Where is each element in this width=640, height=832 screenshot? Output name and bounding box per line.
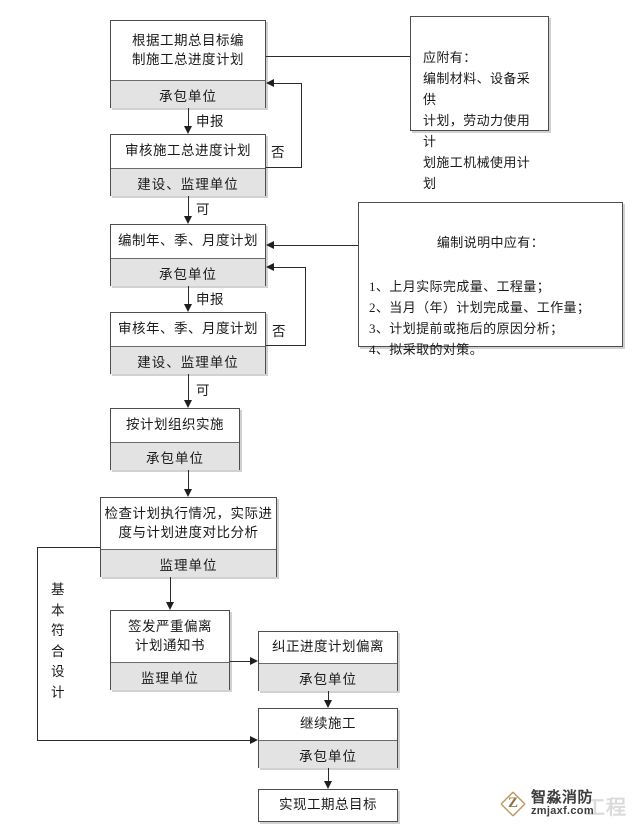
arrowhead-n5-n6 bbox=[183, 489, 192, 497]
node-actor: 建设、监理单位 bbox=[111, 346, 265, 374]
connector-n1-to-note1 bbox=[266, 56, 410, 57]
arrowhead-n6-n7 bbox=[165, 602, 174, 610]
connector-n4-n5 bbox=[188, 374, 189, 400]
arrowhead-n9-n10 bbox=[323, 781, 332, 789]
connector-reject1-out bbox=[266, 167, 302, 168]
node-title: 审核施工总进度计划 bbox=[111, 135, 265, 168]
vlabel-c5: 计 bbox=[51, 684, 65, 700]
node-continue-construction[interactable]: 继续施工 承包单位 bbox=[258, 708, 398, 768]
arrowhead-n4-n5 bbox=[183, 400, 192, 408]
note-compilation-requirements: 编制说明中应有： 1、上月实际完成量、工程量； 2、当月（年）计划完成量、工作量… bbox=[358, 202, 623, 357]
arrowhead-n2-n3 bbox=[183, 216, 192, 224]
node-actor: 监理单位 bbox=[101, 549, 276, 577]
connector-n3-n4 bbox=[188, 286, 189, 304]
watermark-text: 智淼消防 zmjaxf.com bbox=[531, 790, 594, 817]
brand-url: zmjaxf.com bbox=[531, 804, 594, 817]
arrowhead-note2-n3 bbox=[266, 240, 274, 249]
node-title: 根据工期总目标编 制施工总进度计划 bbox=[111, 21, 265, 80]
node-actor: 建设、监理单位 bbox=[111, 168, 265, 196]
brand-logo-icon: Z bbox=[500, 790, 526, 817]
connector-note2-to-n3 bbox=[274, 245, 358, 246]
arrowhead-n7-n8 bbox=[250, 656, 258, 665]
node-correct-deviation[interactable]: 纠正进度计划偏离 承包单位 bbox=[258, 631, 398, 691]
brand-name: 智淼消防 bbox=[531, 789, 594, 806]
connector-loop-down bbox=[37, 547, 38, 740]
node-achieve-goal[interactable]: 实现工期总目标 bbox=[258, 789, 398, 822]
logo-letter: Z bbox=[507, 795, 518, 812]
node-compile-periodic-plan[interactable]: 编制年、季、月度计划 承包单位 bbox=[110, 224, 266, 286]
node-actor: 承包单位 bbox=[111, 80, 265, 108]
node-actor: 承包单位 bbox=[111, 258, 265, 286]
note-heading: 编制说明中应有： bbox=[436, 235, 545, 251]
connector-reject1-up bbox=[301, 83, 302, 168]
node-review-periodic-plan[interactable]: 审核年、季、月度计划 建设、监理单位 bbox=[110, 312, 266, 374]
vlabel-c4: 设 bbox=[51, 664, 65, 680]
watermark: Z 智淼消防 zmjaxf.com bbox=[500, 790, 594, 817]
connector-n5-n6 bbox=[188, 470, 189, 489]
connector-reject2-up bbox=[305, 267, 306, 346]
arrowhead-reject1 bbox=[266, 78, 274, 87]
node-title: 审核年、季、月度计划 bbox=[111, 313, 265, 346]
connector-loop-in bbox=[37, 740, 250, 741]
connector-n1-n2 bbox=[188, 108, 189, 126]
node-title: 按计划组织实施 bbox=[111, 409, 239, 442]
vlabel-c3: 合 bbox=[51, 643, 65, 659]
arrowhead-n1-n2 bbox=[183, 126, 192, 134]
node-compile-master-schedule[interactable]: 根据工期总目标编 制施工总进度计划 承包单位 bbox=[110, 20, 266, 108]
edge-label-approve-2: 可 bbox=[196, 383, 210, 398]
node-actor: 承包单位 bbox=[111, 442, 239, 470]
connector-reject2-in bbox=[274, 267, 306, 268]
note-body: 应附有： 编制材料、设备采供 计划，劳动力使用计 划施工机械使用计 划 bbox=[423, 50, 531, 192]
vlabel-c2: 符 bbox=[51, 623, 65, 639]
connector-reject1-in bbox=[274, 83, 302, 84]
node-title: 纠正进度计划偏离 bbox=[259, 632, 397, 663]
connector-loop-out bbox=[37, 547, 100, 548]
connector-n2-n3 bbox=[188, 196, 189, 216]
node-title: 实现工期总目标 bbox=[259, 790, 397, 821]
connector-n8-n9 bbox=[328, 691, 329, 700]
connector-n7-n8 bbox=[230, 661, 250, 662]
node-actor: 监理单位 bbox=[111, 662, 229, 690]
edge-label-reject-2: 否 bbox=[272, 324, 286, 339]
node-title: 继续施工 bbox=[259, 709, 397, 740]
vlabel-c1: 本 bbox=[51, 602, 65, 618]
note-attachments: 应附有： 编制材料、设备采供 计划，劳动力使用计 划施工机械使用计 划 bbox=[410, 16, 549, 191]
edge-label-submit-1: 申报 bbox=[196, 114, 224, 129]
arrowhead-loop-in bbox=[250, 735, 258, 744]
node-review-master-schedule[interactable]: 审核施工总进度计划 建设、监理单位 bbox=[110, 134, 266, 196]
connector-n9-n10 bbox=[328, 768, 329, 781]
vlabel-c0: 基 bbox=[51, 582, 65, 597]
node-actor: 承包单位 bbox=[259, 663, 397, 691]
node-issue-deviation-notice[interactable]: 签发严重偏离 计划通知书 监理单位 bbox=[110, 610, 230, 690]
edge-label-approve-1: 可 bbox=[196, 202, 210, 217]
node-actor: 承包单位 bbox=[259, 740, 397, 768]
edge-label-basically-conforms: 基 本 符 合 设 计 bbox=[50, 580, 66, 703]
note-body: 1、上月实际完成量、工程量； 2、当月（年）计划完成量、工作量； 3、计划提前或… bbox=[369, 279, 591, 358]
edge-label-reject-1: 否 bbox=[271, 145, 285, 160]
arrowhead-n8-n9 bbox=[323, 700, 332, 708]
watermark-ghost-text: 工程 bbox=[585, 797, 627, 819]
node-title: 编制年、季、月度计划 bbox=[111, 225, 265, 258]
node-title: 检查计划执行情况，实际进 度与计划进度对比分析 bbox=[101, 498, 276, 549]
edge-label-submit-2: 申报 bbox=[196, 292, 224, 307]
arrowhead-n3-n4 bbox=[183, 304, 192, 312]
connector-reject2-out bbox=[266, 345, 306, 346]
arrowhead-reject2 bbox=[266, 262, 274, 271]
connector-n6-n7 bbox=[170, 577, 171, 602]
node-title: 签发严重偏离 计划通知书 bbox=[111, 611, 229, 662]
node-execute-per-plan[interactable]: 按计划组织实施 承包单位 bbox=[110, 408, 240, 470]
node-check-progress[interactable]: 检查计划执行情况，实际进 度与计划进度对比分析 监理单位 bbox=[100, 497, 277, 577]
